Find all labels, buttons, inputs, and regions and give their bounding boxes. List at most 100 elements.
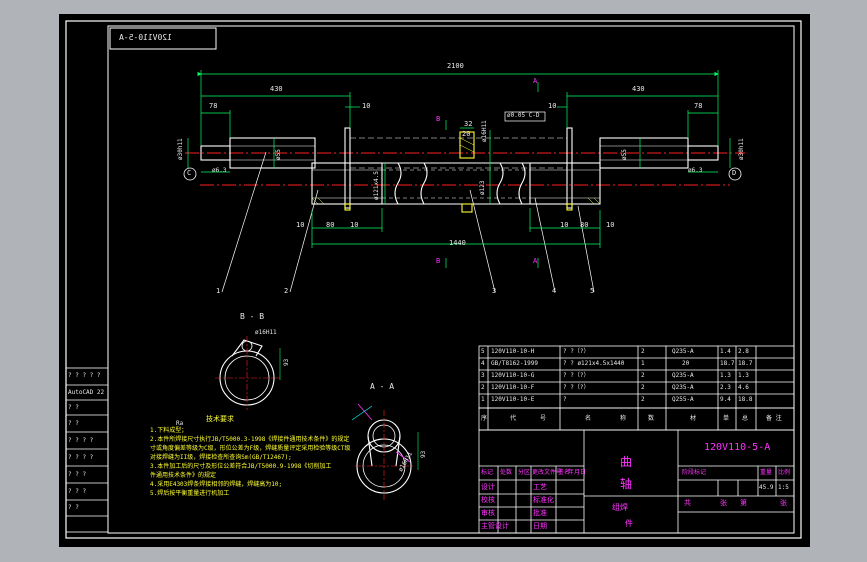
section-bb-hole: ø16H11 bbox=[255, 329, 277, 336]
note-line: 2.本件所焊接尺寸执行JB/T5000.3-1998《焊接件通用技术条件》的规定 bbox=[150, 436, 350, 443]
part-qty: 2 bbox=[641, 372, 645, 379]
title-part-name-1: 曲 bbox=[620, 455, 633, 469]
part-name: ? bbox=[563, 396, 567, 403]
part-name: ? ?（?） bbox=[563, 384, 590, 391]
parts-header: 称 bbox=[620, 415, 627, 422]
dim-dia-right-shaft: ø55 bbox=[621, 149, 628, 160]
note-line: 5.焊后按平衡重量进行机加工 bbox=[150, 490, 230, 497]
left-strip-row: ? ? bbox=[68, 504, 79, 511]
tolerance-frame bbox=[504, 111, 546, 122]
part-no: 4 bbox=[481, 360, 485, 367]
tb-sheet-label: 张 bbox=[720, 499, 727, 507]
note-line: 1.下料成型； bbox=[150, 427, 188, 434]
parts-list-grid bbox=[478, 345, 795, 431]
tb-standardize: 标准化 bbox=[533, 496, 554, 504]
section-b-top: B bbox=[436, 115, 441, 123]
dim-dia-pipe-center: ø123 bbox=[479, 180, 486, 195]
left-strip-row: ? ? bbox=[68, 420, 79, 427]
datum-c-circle bbox=[183, 167, 197, 181]
parts-header: 代 bbox=[510, 415, 517, 422]
part-material: Q235-A bbox=[672, 372, 694, 379]
part-total: 1.3 bbox=[738, 372, 749, 379]
dim-pipe-seg-left: 80 bbox=[326, 221, 335, 229]
section-b-bottom: B bbox=[436, 257, 441, 265]
dim-right-end: 430 bbox=[632, 85, 645, 93]
dim-center-span: 1440 bbox=[449, 239, 466, 247]
part-unit: 2.3 bbox=[720, 384, 731, 391]
dim-pipe-offset-right: 10 bbox=[606, 221, 615, 229]
balloon-5: 5 bbox=[590, 287, 595, 295]
part-qty: 2 bbox=[641, 384, 645, 391]
part-unit: 1.3 bbox=[720, 372, 731, 379]
left-strip-row: ? ? ? bbox=[68, 488, 87, 495]
datum-d-circle bbox=[728, 167, 742, 181]
tb-sheet-no-label: 张 bbox=[780, 499, 787, 507]
dimension-lines bbox=[187, 70, 731, 268]
title-assembly-2: 件 bbox=[625, 519, 633, 528]
dim-small-left: ø6.3 bbox=[212, 167, 227, 174]
tb-approve: 批准 bbox=[533, 509, 547, 517]
tb-chief: 主管设计 bbox=[481, 522, 509, 530]
part-code: 120V110-10-E bbox=[491, 396, 535, 403]
dim-dia-hole: ø16H11 bbox=[481, 120, 488, 142]
part-material: Q235-A bbox=[672, 348, 694, 355]
part-qty: 2 bbox=[641, 396, 645, 403]
part-material: Q235-A bbox=[672, 384, 694, 391]
balloon-3: 3 bbox=[492, 287, 497, 295]
tb-zone: 分区 bbox=[518, 469, 531, 476]
tb-scale: 1:5 bbox=[778, 484, 789, 491]
title-block-grid bbox=[478, 429, 795, 534]
parts-header: 数 bbox=[648, 415, 655, 422]
dim-small-gap-right: 10 bbox=[560, 221, 569, 229]
title-part-code: 120V110-5-A bbox=[704, 442, 771, 453]
title-part-name-2: 轴 bbox=[620, 477, 633, 491]
part-no: 3 bbox=[481, 372, 485, 379]
right-end-journal bbox=[599, 137, 719, 169]
parts-header: 材 bbox=[690, 415, 697, 422]
tb-sheet-no: 第 bbox=[740, 499, 747, 507]
balloon-2: 2 bbox=[284, 287, 289, 295]
tb-date-ymd: 年月日 bbox=[568, 469, 587, 476]
part-total: 2.8 bbox=[738, 348, 749, 355]
tb-design: 设计 bbox=[481, 483, 495, 491]
weld-hatch bbox=[311, 197, 601, 205]
note-line: 件通用技术条件》的规定 bbox=[150, 472, 217, 479]
tb-review: 审核 bbox=[481, 509, 495, 517]
crank-pipe bbox=[382, 162, 530, 205]
mirrored-title-code: 120V110-5-A bbox=[119, 33, 172, 42]
tb-change-doc: 更改文件号 bbox=[532, 469, 563, 476]
dim-small-right: ø6.3 bbox=[688, 167, 703, 174]
left-strip-row: ? ? ? ? ? bbox=[68, 372, 101, 379]
tb-date: 日期 bbox=[533, 522, 547, 530]
section-a-top: A bbox=[533, 77, 538, 85]
part-no: 5 bbox=[481, 348, 485, 355]
dim-gap-right: 10 bbox=[548, 102, 557, 110]
parts-header: 名 bbox=[585, 415, 592, 422]
part-qty: 2 bbox=[641, 348, 645, 355]
part-material: 20 bbox=[682, 360, 690, 367]
outer-frame bbox=[65, 20, 802, 539]
left-strip-row: AutoCAD 22 bbox=[68, 389, 105, 396]
dim-dia-pipe-left: ø121x4.5 bbox=[373, 171, 380, 200]
tolerance-frame-text: ø0.05 C-D bbox=[507, 112, 540, 119]
dim-dia-left-shaft: ø55 bbox=[275, 149, 282, 160]
tb-stage-mark: 阶段标记 bbox=[682, 469, 707, 476]
part-unit: 18.7 bbox=[720, 360, 735, 367]
tb-sheet-total: 共 bbox=[684, 499, 691, 507]
parts-header: 序 bbox=[481, 415, 488, 422]
section-aa-view bbox=[351, 403, 419, 500]
left-strip-row: ? ? ? ? bbox=[68, 437, 94, 444]
datum-d: D bbox=[732, 169, 737, 177]
upper-pin bbox=[344, 131, 573, 213]
dim-left-end: 430 bbox=[270, 85, 283, 93]
dim-overall: 2100 bbox=[447, 62, 464, 70]
left-end-journal bbox=[200, 137, 316, 169]
mirrored-title-box bbox=[109, 27, 217, 50]
datum-c: C bbox=[187, 169, 192, 177]
section-bb-dim: 93 bbox=[283, 358, 290, 366]
part-name: ? ? ø121x4.5x1440 bbox=[563, 360, 625, 367]
part-code: 120V110-10-G bbox=[491, 372, 535, 379]
dim-right-step: 78 bbox=[694, 102, 703, 110]
